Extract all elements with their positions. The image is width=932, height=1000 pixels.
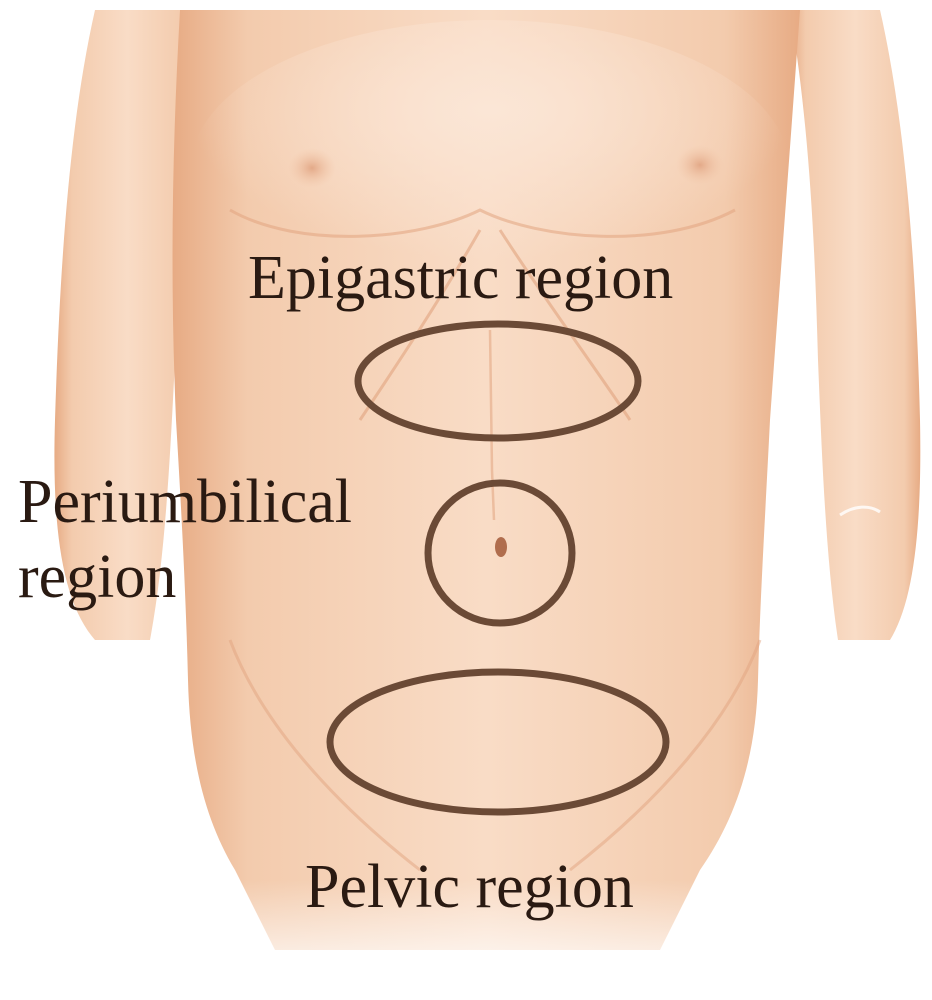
left-nipple [288, 148, 336, 188]
periumbilical-region-label-line1: Periumbilical [18, 468, 352, 536]
epigastric-region-label: Epigastric region [248, 244, 673, 312]
pelvic-region-label: Pelvic region [305, 853, 634, 921]
right-arm [790, 10, 920, 640]
periumbilical-region-label-line2: region [18, 543, 176, 611]
right-nipple [676, 145, 724, 185]
navel [495, 537, 507, 557]
